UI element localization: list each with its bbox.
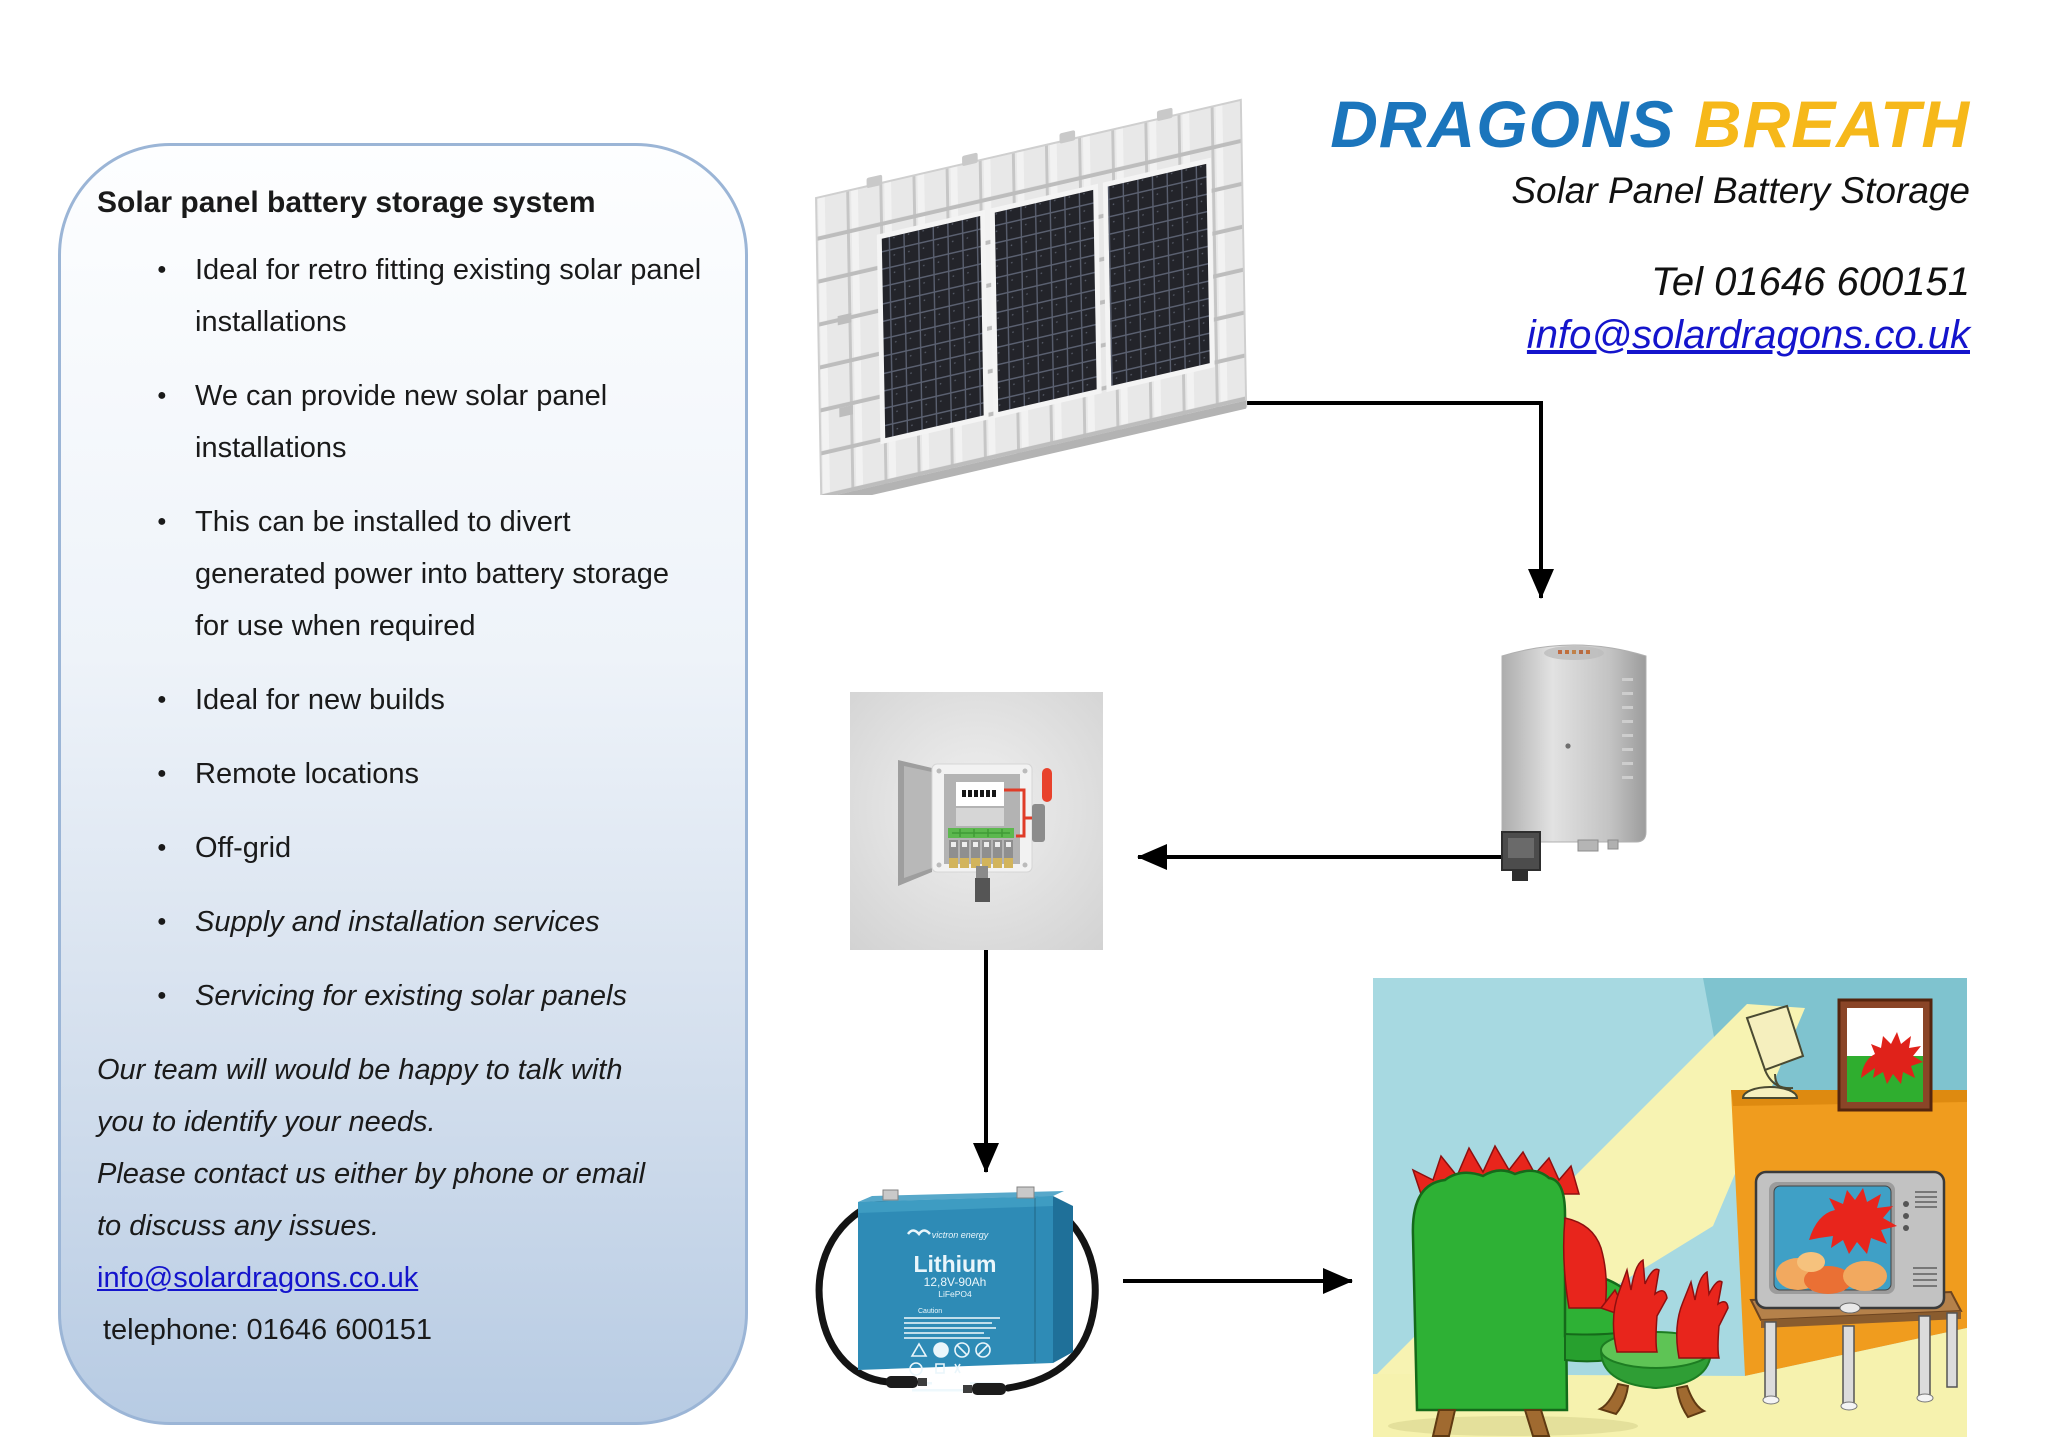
brand-secondary-text: BREATH: [1693, 87, 1970, 161]
battery-front: [858, 1196, 1053, 1370]
inverter-output-connector: [1501, 831, 1541, 881]
contact-paragraph: Please contact us either by phone or ema…: [97, 1158, 646, 1242]
list-item: We can provide new solar panel installat…: [155, 370, 705, 474]
battery-cable-plugs: [886, 1376, 1006, 1395]
brand-email-link[interactable]: info@solardragons.co.uk: [1526, 313, 1970, 357]
side-tab: [1032, 804, 1045, 842]
solar-panels: [876, 157, 1215, 445]
info-panel: Solar panel battery storage system Ideal…: [58, 143, 748, 1425]
battery-terminals: [882, 1186, 1035, 1201]
list-item: Off-grid: [155, 822, 705, 874]
brand-telephone: Tel 01646 600151: [1651, 260, 1970, 304]
lamp: [1741, 1004, 1805, 1099]
list-item: Ideal for new builds: [155, 674, 705, 726]
tv-dragon: [1809, 1188, 1897, 1254]
breakers: [949, 840, 1013, 868]
tv: [1754, 1170, 1946, 1314]
battery-label: victron energy Lithium 12,8V-90Ah LiFePO…: [904, 1229, 1000, 1392]
brand-block: DRAGONS BREATH Solar Panel Battery Stora…: [1330, 86, 1970, 358]
svg-text:victron energy: victron energy: [932, 1230, 989, 1240]
consumer-unit-image: [850, 692, 1103, 950]
panel-title: Solar panel battery storage system: [97, 186, 596, 219]
svg-text:12,8V-90Ah: 12,8V-90Ah: [924, 1275, 987, 1289]
telephone-line: telephone: 01646 600151: [103, 1314, 432, 1346]
inverter-vents: [1622, 678, 1633, 779]
list-item: Supply and installation services: [155, 896, 705, 948]
inverter-indicator-lights: [1558, 650, 1590, 654]
svg-text:LiFePO4: LiFePO4: [938, 1289, 972, 1299]
list-item: This can be installed to divert generate…: [155, 496, 705, 652]
welsh-flag-picture: [1837, 998, 1933, 1112]
feature-list: Ideal for retro fitting existing solar p…: [97, 244, 705, 1022]
red-wire: [1004, 788, 1032, 838]
battery-image: victron energy Lithium 12,8V-90Ah LiFePO…: [815, 1186, 1099, 1395]
solar-panel-array-image: [815, 98, 1248, 495]
team-paragraph: Our team will would be happy to talk wit…: [97, 1054, 623, 1138]
panel-email-link[interactable]: info@solardragons.co.uk: [97, 1262, 419, 1294]
battery-side: [1053, 1196, 1073, 1363]
battery-caution-icons: [909, 1342, 991, 1376]
inverter-image: [1501, 644, 1647, 881]
list-item: Ideal for retro fitting existing solar p…: [155, 244, 705, 348]
brand-logo: DRAGONS BREATH: [1330, 86, 1970, 162]
brand-subtitle: Solar Panel Battery Storage: [1511, 170, 1970, 211]
red-handle: [1042, 768, 1052, 802]
list-item: Servicing for existing solar panels: [155, 970, 705, 1022]
dragon-feet: [1612, 1258, 1729, 1359]
living-room-cartoon: [1373, 978, 1967, 1437]
svg-text:Lithium: Lithium: [913, 1251, 996, 1277]
tv-fire: [1776, 1252, 1887, 1294]
brand-primary-text: DRAGONS: [1330, 87, 1675, 161]
bottom-connector: [975, 878, 990, 902]
flag-dragon: [1861, 1032, 1923, 1084]
svg-text:Caution: Caution: [918, 1308, 942, 1315]
list-item: Remote locations: [155, 748, 705, 800]
